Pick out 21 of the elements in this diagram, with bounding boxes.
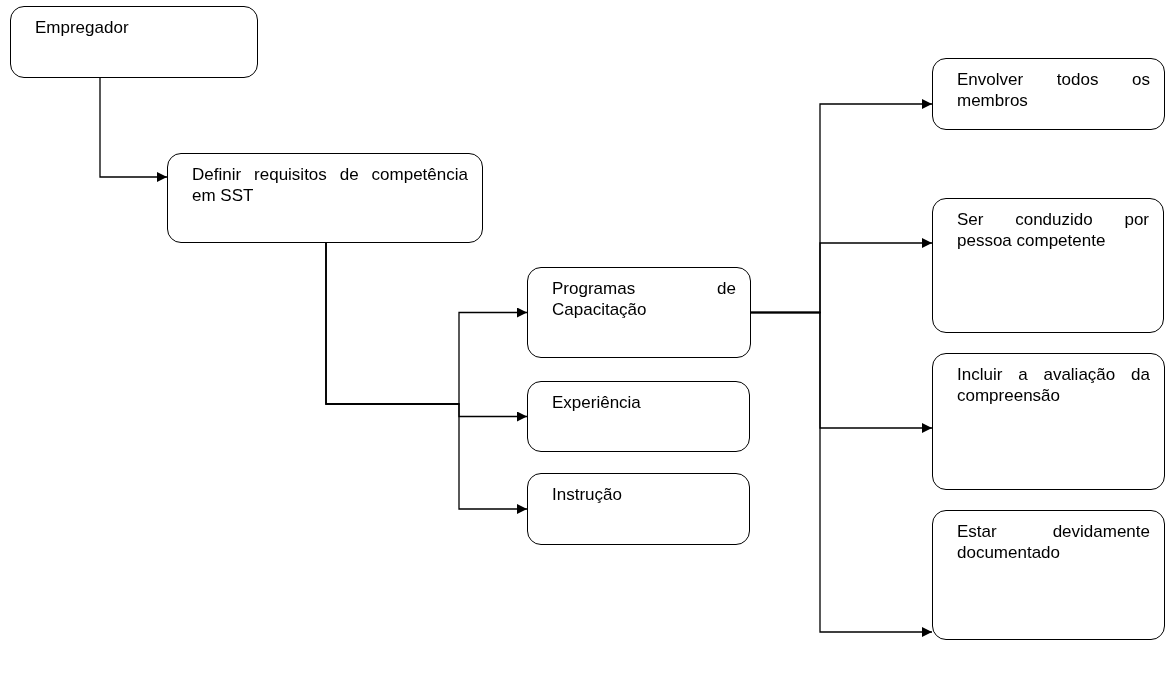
process-box [932, 353, 1165, 490]
process-box [527, 267, 751, 358]
connector-arrow [99, 77, 168, 182]
box-text: Envolver todos os membros [957, 69, 1150, 111]
process-box [167, 153, 483, 243]
process-box [932, 198, 1164, 333]
box-text: Experiência [552, 392, 642, 413]
box-text: Empregador [35, 17, 130, 38]
process-box [932, 510, 1165, 640]
process-box [527, 473, 750, 545]
process-box [10, 6, 258, 78]
connector-arrow [325, 242, 528, 514]
box-text: Ser conduzido por pessoa competente [957, 209, 1149, 251]
box-text: Definir requisitos de competência em SST [192, 164, 468, 206]
box-text: Programas de Capacitação [552, 278, 736, 320]
box-text: Instrução [552, 484, 623, 505]
box-text: Incluir a avaliação da compreensão [957, 364, 1150, 406]
process-box [527, 381, 750, 452]
box-text: Estar devidamente documentado [957, 521, 1150, 563]
process-box [932, 58, 1165, 130]
connector-arrow [750, 311, 933, 637]
